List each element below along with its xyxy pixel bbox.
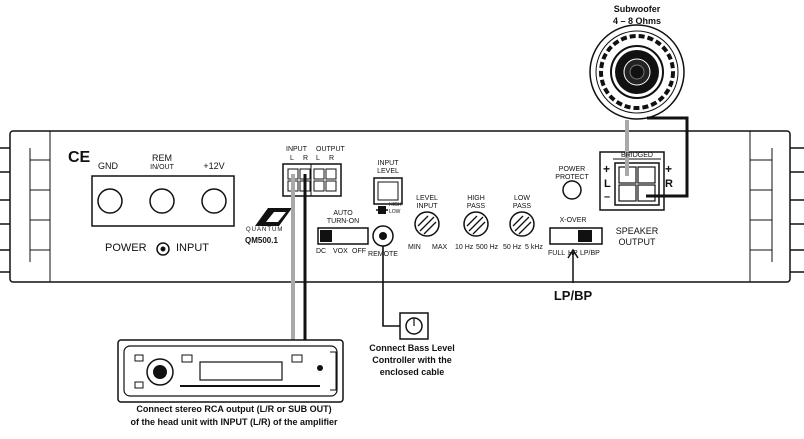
gnd-label: GND [98,161,118,171]
input-level-high: HIGH [389,202,402,208]
rem-label: REM [152,153,172,163]
auto-label: AUTO [333,210,353,217]
bass-level-controller-icon [399,312,429,340]
rca-input-label: INPUT [286,146,307,153]
speaker-l: L [604,178,611,190]
auto-vox-label: VOX [333,248,348,255]
speaker-minus-right: – [665,191,672,203]
turn-on-label: TURN-ON [326,218,360,225]
high-pass-label1: HIGH [467,195,485,202]
v12-terminal [201,188,227,214]
low-pass-max: 5 kHz [525,244,543,251]
speaker-output-label2: OUTPUT [618,237,656,247]
remote-cable [382,246,402,327]
subwoofer-icon [589,24,685,120]
power-label: POWER [105,242,147,254]
low-pass-label2: PASS [512,203,532,210]
bass-controller-line2: Controller with the [372,355,452,365]
input-level-low: LOW [389,209,401,215]
power-protect-label1: POWER [558,166,586,173]
power-terminal-block [91,175,235,227]
speaker-output-terminal [599,151,665,211]
xover-arrow-icon [567,248,579,283]
rem-sub-label: IN/OUT [150,164,174,171]
subwoofer-cable-black [646,116,689,198]
level-input-knob [414,211,440,237]
speaker-minus-left: – [604,191,611,203]
rca-in-l-label: L [290,155,294,162]
high-pass-knob [463,211,489,237]
head-unit-icon [117,339,344,403]
bass-controller-line1: Connect Bass Level [369,343,455,353]
xover-label: X-OVER [559,217,587,224]
high-pass-label2: PASS [466,203,486,210]
bass-controller-line3: enclosed cable [379,367,445,377]
subwoofer-title: Subwoofer [613,4,661,14]
high-pass-max: 500 Hz [476,244,499,251]
bridged-label: BRIDGED [621,152,653,159]
xover-switch [549,227,603,245]
head-unit-caption2: of the head unit with INPUT (L/R) of the… [130,417,338,427]
xover-hp: HP [568,250,578,257]
speaker-plus-right: + [665,162,673,176]
level-input-label2: INPUT [416,203,438,210]
speaker-r: R [665,178,673,190]
subwoofer-impedance: 4 – 8 Ohms [612,16,662,26]
auto-dc-label: DC [316,248,327,255]
rca-out-l-label: L [316,155,320,162]
xover-callout: LP/BP [553,288,593,303]
rca-in-r-label: R [303,155,309,162]
power-protect-led [562,180,582,200]
remote-jack [372,225,394,247]
rca-output-label: OUTPUT [316,146,345,153]
input-level-label2: LEVEL [377,168,399,175]
input-level-label1: INPUT [377,160,399,167]
rem-terminal [149,188,175,214]
v12-label: +12V [203,161,225,171]
input-level-switch [373,177,403,214]
xover-full: FULL [548,250,566,257]
auto-turn-on-switch [317,227,369,245]
model-name: QM500.1 [245,236,278,245]
speaker-plus-left: + [603,162,611,176]
ce-mark: CE [68,149,91,166]
speaker-output-label1: SPEAKER [615,226,659,236]
level-input-max: MAX [432,244,448,251]
level-input-label1: LEVEL [416,195,438,202]
low-pass-min: 50 Hz [503,244,522,251]
low-pass-knob [509,211,535,237]
high-pass-min: 10 Hz [455,244,474,251]
low-pass-label1: LOW [514,195,530,202]
power-protect-label2: PROTECT [555,174,589,181]
esx-logo-icon [255,208,292,226]
remote-label: REMOTE [368,251,398,258]
brand-sub: QUANTUM [246,227,284,233]
xover-lpbp: LP/BP [580,250,600,257]
head-unit-caption1: Connect stereo RCA output (L/R or SUB OU… [136,404,332,414]
gnd-terminal [97,188,123,214]
level-input-min: MIN [408,244,421,251]
rca-out-r-label: R [329,155,335,162]
auto-off-label: OFF [352,248,366,255]
input-label: INPUT [176,242,209,254]
